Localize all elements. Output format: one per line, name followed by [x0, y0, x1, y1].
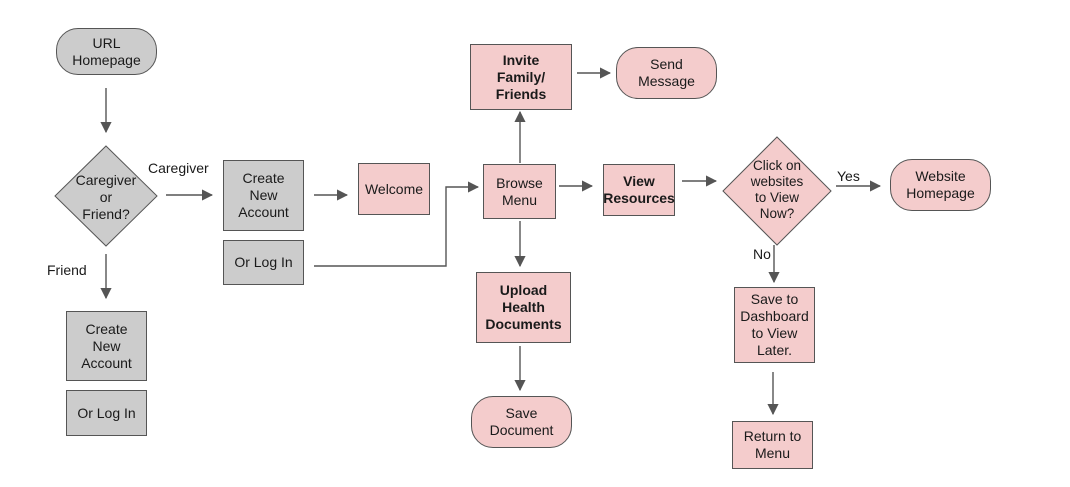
- edge-login-to-browse: [314, 181, 480, 267]
- node-line: Family/: [496, 68, 546, 85]
- node-line: Homepage: [906, 185, 975, 201]
- create-account-caregiver-node: Create New Account: [223, 160, 304, 231]
- create-account-friend-node: Create New Account: [66, 311, 147, 381]
- edge-label-yes: Yes: [837, 168, 860, 184]
- node-line: Or Log In: [77, 404, 136, 421]
- edge-label-friend: Friend: [47, 262, 87, 278]
- node-line: Invite: [502, 51, 540, 68]
- node-line: Welcome: [364, 180, 424, 197]
- node-line: Resources: [603, 190, 675, 206]
- node-line: Browse: [496, 174, 543, 191]
- browse-menu-node: Browse Menu: [483, 164, 556, 219]
- node-line: Or Log In: [234, 254, 293, 270]
- node-line: Dashboard: [740, 308, 809, 324]
- node-line: Click on: [752, 158, 801, 173]
- node-line: Health: [502, 299, 545, 315]
- welcome-node: Welcome: [358, 163, 430, 215]
- node-line: Message: [638, 73, 695, 89]
- node-line: Upload: [499, 282, 548, 298]
- edge-label-caregiver: Caregiver: [148, 160, 209, 176]
- return-to-menu-node: Return to Menu: [732, 421, 813, 469]
- node-line: or: [99, 188, 113, 205]
- node-line: to View: [751, 325, 798, 341]
- node-line: New: [249, 187, 278, 203]
- website-homepage-node: Website Homepage: [890, 159, 991, 211]
- node-line: Send: [650, 56, 683, 72]
- node-line: Document: [489, 422, 554, 438]
- node-line: Account: [81, 354, 132, 371]
- node-line: Friend?: [82, 205, 130, 222]
- node-line: Save: [505, 405, 538, 421]
- decision-caregiver-or-friend: [54, 145, 158, 247]
- click-websites-label: Click on websites to View Now?: [737, 154, 817, 226]
- save-document-node: Save Document: [471, 396, 572, 448]
- log-in-caregiver-node: Or Log In: [223, 240, 304, 285]
- decision-click-websites: [722, 136, 832, 246]
- upload-health-documents-node: Upload Health Documents: [476, 272, 571, 343]
- node-line: Documents: [485, 316, 562, 332]
- log-in-friend-node: Or Log In: [66, 390, 147, 436]
- url-homepage-node: URL Homepage: [56, 28, 157, 75]
- node-line: Later.: [756, 342, 793, 358]
- node-line: New: [92, 337, 121, 354]
- node-line: Menu: [501, 191, 538, 208]
- caregiver-or-friend-label: Caregiver or Friend?: [56, 168, 156, 226]
- node-line: Website: [915, 168, 966, 184]
- node-line: Save to: [750, 291, 799, 307]
- node-line: Caregiver: [75, 171, 137, 188]
- edge-label-no: No: [753, 246, 771, 262]
- node-line: Menu: [754, 445, 791, 461]
- node-line: View: [623, 173, 655, 189]
- send-message-node: Send Message: [616, 47, 717, 99]
- node-line: Homepage: [72, 51, 141, 68]
- node-line: Create: [242, 170, 285, 186]
- node-line: to View: [754, 190, 800, 205]
- node-line: Account: [238, 204, 289, 220]
- node-line: Friends: [495, 85, 547, 102]
- node-line: URL: [92, 34, 121, 51]
- node-line: Create: [85, 320, 128, 337]
- node-line: websites: [750, 174, 804, 189]
- view-resources-node: View Resources: [603, 164, 675, 216]
- save-to-dashboard-node: Save to Dashboard to View Later.: [734, 287, 815, 363]
- invite-family-friends-node: Invite Family/ Friends: [470, 44, 572, 110]
- node-line: Return to: [743, 428, 802, 444]
- node-line: Now?: [759, 206, 795, 221]
